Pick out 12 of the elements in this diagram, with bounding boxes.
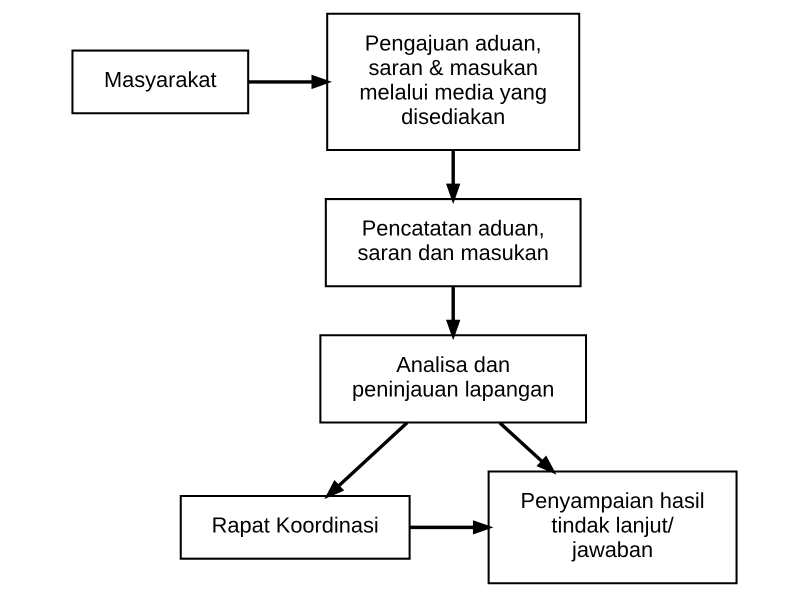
arrow: [498, 422, 556, 475]
arrow: [446, 150, 460, 204]
arrow: [446, 286, 460, 340]
arrow: [248, 74, 332, 90]
node-box: Rapat Koordinasi: [180, 495, 411, 560]
node-box: Analisa dan peninjauan lapangan: [319, 334, 588, 424]
arrow: [324, 422, 408, 500]
node-box: Pencatatan aduan, saran dan masukan: [324, 198, 582, 288]
node-box: Pengajuan aduan, saran & masukan melalui media yang disediakan: [326, 12, 580, 152]
node-box: Penyampaian hasil tindak lanjut/ jawaban: [488, 470, 738, 584]
arrow: [410, 520, 494, 535]
node-box: Masyarakat: [71, 50, 250, 114]
